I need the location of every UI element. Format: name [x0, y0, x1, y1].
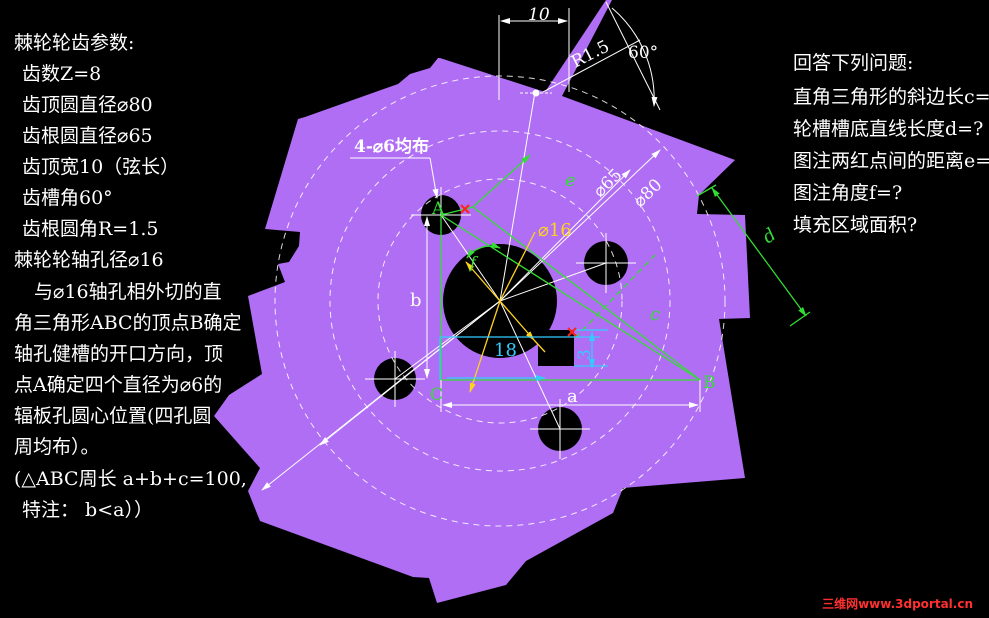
- point-c: C: [430, 385, 443, 405]
- desc-line-6: 周均布）。: [14, 436, 100, 458]
- dim-b: [422, 214, 441, 379]
- point-b: B: [703, 373, 716, 393]
- param-fillet: 齿根圆角R=1.5: [22, 218, 159, 240]
- ratchet-body: [214, 0, 750, 603]
- param-axis-hole: 棘轮轮轴孔径⌀16: [14, 249, 164, 271]
- desc-line-2: 角三角形ABC的顶点B确定: [14, 312, 242, 334]
- question-1: 直角三角形的斜边长c=?: [793, 86, 989, 108]
- question-4: 图注角度f=?: [793, 182, 903, 204]
- watermark: 三维网www.3dportal.cn: [822, 597, 973, 611]
- param-groove-angle: 齿槽角60°: [22, 187, 113, 209]
- desc-line-7: (△ABC周长 a+b+c=100,: [14, 468, 247, 490]
- desc-line-1: 与⌀16轴孔相外切的直: [34, 281, 222, 303]
- top-tooth-dimensions: [498, 1, 661, 111]
- dim-bore: ⌀16: [538, 220, 572, 241]
- param-tip-dia: 齿顶圆直径⌀80: [22, 94, 153, 116]
- label-e: e: [565, 170, 576, 191]
- point-a: A: [431, 199, 445, 219]
- desc-line-3: 轴孔健槽的开口方向，顶: [14, 343, 224, 365]
- question-5: 填充区域面积?: [793, 214, 918, 236]
- param-tip-width: 齿顶宽10（弦长）: [22, 156, 180, 178]
- label-b: b: [410, 290, 422, 311]
- desc-line-4: 点A确定四个直径为⌀6的: [14, 374, 223, 396]
- question-2: 轮槽槽底直线长度d=?: [793, 118, 984, 140]
- hole-pitch-circle: [377, 178, 623, 424]
- dim-key-depth: 3: [575, 349, 595, 360]
- label-a: a: [567, 386, 578, 407]
- root-circle: [329, 130, 671, 472]
- hole-note-leader: [350, 157, 439, 199]
- label-c: c: [650, 304, 660, 325]
- question-3: 图注两红点间的距离e=?: [793, 150, 989, 172]
- dim-a: [440, 380, 701, 412]
- params-title: 棘轮轮齿参数:: [14, 32, 135, 54]
- label-f: f: [469, 253, 479, 272]
- red-marker-points: [460, 204, 577, 337]
- dim-bore-line: [465, 231, 546, 393]
- questions-title: 回答下列问题:: [793, 52, 914, 74]
- param-root-dia: 齿根圆直径⌀65: [22, 125, 153, 147]
- dim-key-lines: [439, 329, 608, 381]
- param-teeth: 齿数Z=8: [22, 63, 102, 85]
- hole-note: 4-⌀6均布: [354, 136, 429, 157]
- dim-d-lines: [696, 184, 811, 327]
- dim-groove-angle: 60°: [628, 43, 658, 63]
- label-d: d: [759, 224, 781, 248]
- dim-key-width: 18: [494, 340, 517, 361]
- dim-top-width: 10: [528, 5, 550, 25]
- desc-line-5: 辐板孔圆心位置(四孔圆: [14, 405, 212, 427]
- desc-line-8: 特注： b<a））: [22, 499, 153, 521]
